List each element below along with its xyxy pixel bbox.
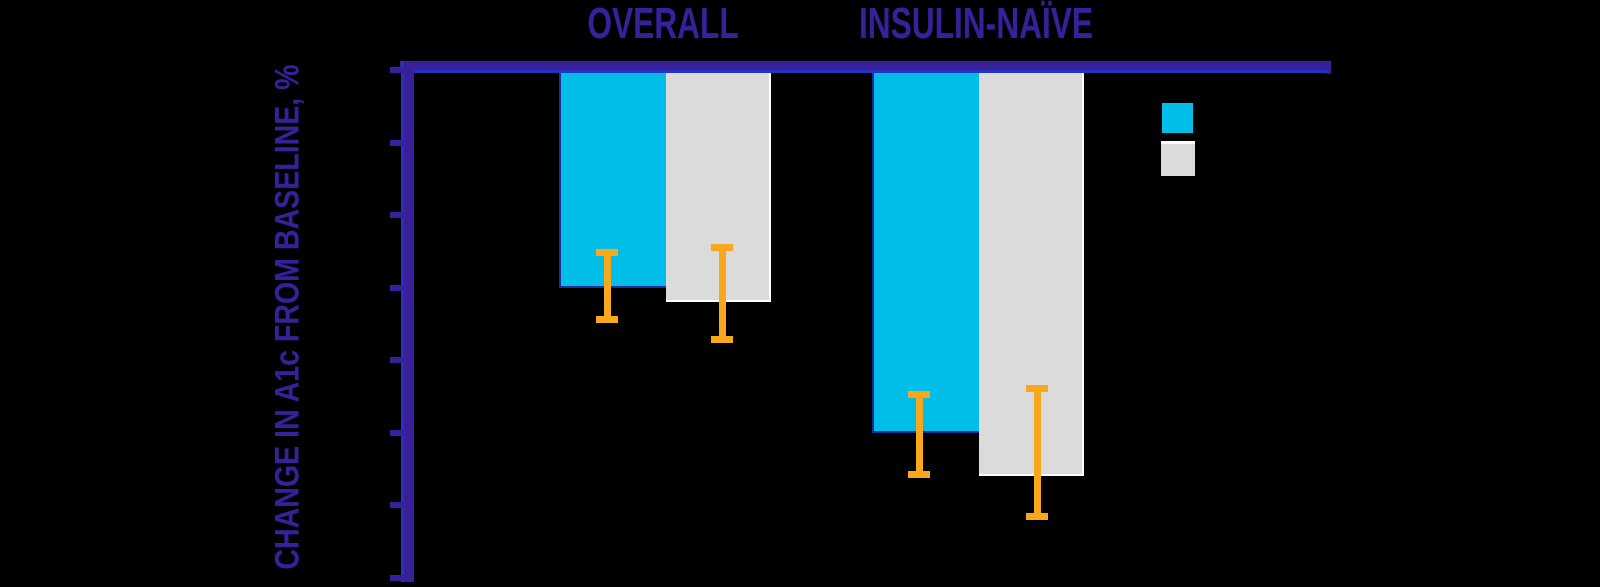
y-axis-accent-line	[401, 61, 404, 582]
y-axis-tick	[390, 357, 404, 364]
x-axis-end-nub	[1327, 61, 1331, 74]
y-axis-tick	[390, 139, 404, 146]
error-bar-stem	[603, 248, 611, 323]
y-axis-tick	[390, 284, 404, 291]
group-label-overall: OVERALL	[587, 0, 739, 48]
y-axis-line	[404, 61, 414, 582]
bar-gray-insulin-na-ve	[979, 73, 1084, 477]
error-bar-cap-bottom	[596, 315, 618, 323]
legend-swatch-gray	[1161, 141, 1195, 176]
x-axis-line	[400, 61, 1328, 70]
legend-swatch-cyan	[1162, 103, 1193, 133]
group-label-insulin-naive: INSULIN-NAÏVE	[858, 0, 1094, 48]
error-bar-cap-top	[1026, 384, 1048, 392]
error-bar-stem	[1033, 384, 1041, 520]
error-bar-stem	[915, 390, 923, 478]
error-bar-cap-bottom	[908, 470, 930, 478]
y-axis-tick	[390, 212, 404, 219]
error-bar-cap-bottom	[1026, 512, 1048, 520]
y-axis-tick	[390, 429, 404, 436]
y-axis-tick	[390, 67, 404, 73]
error-bar-cap-top	[711, 244, 733, 252]
error-bar-stem	[718, 244, 726, 343]
y-axis-label: CHANGE IN A1c FROM BASELINE, %	[268, 64, 307, 570]
y-axis-tick	[390, 502, 404, 509]
bar-cyan-insulin-na-ve	[872, 73, 979, 433]
y-axis-tick	[390, 574, 404, 581]
error-bar-cap-bottom	[711, 335, 733, 343]
x-axis-accent-line	[400, 70, 1330, 73]
error-bar-cap-top	[908, 390, 930, 398]
error-bar-cap-top	[596, 248, 618, 256]
